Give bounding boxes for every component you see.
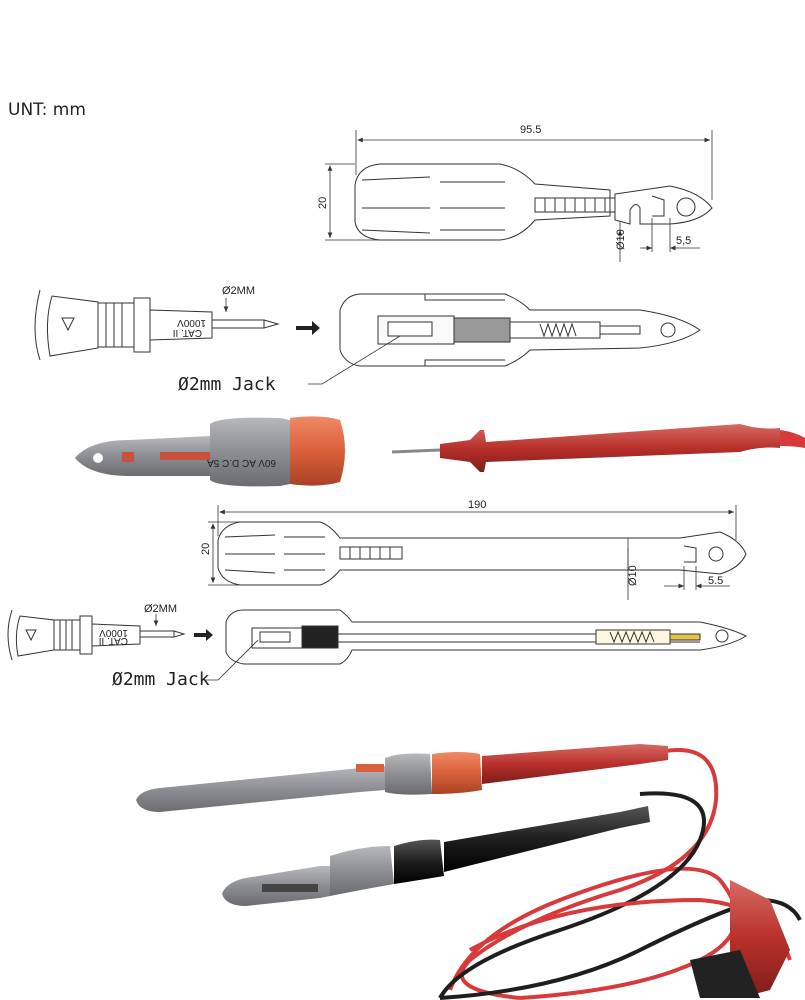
dimension-lines-short [325, 130, 713, 262]
unit-label: UNT: mm [8, 100, 86, 120]
photo-connector-plugs [690, 880, 790, 998]
dim-length-long: 190 [468, 499, 486, 511]
dim-diameter-long: Ø10 [627, 565, 639, 586]
category-short: CAT. II [173, 327, 202, 338]
dim-length-short: 95.5 [520, 124, 541, 136]
plug-long [7, 609, 186, 661]
section-short [339, 293, 701, 367]
dim-hook-long: 5.5 [708, 575, 723, 587]
pin-label-long: Ø2MM [144, 603, 177, 615]
rating-short: 1000V [177, 317, 206, 328]
photo-cables [438, 748, 802, 1000]
arrow-long [194, 629, 213, 641]
jack-label-short: Ø2mm Jack [178, 374, 276, 395]
dim-diameter-short: Ø10 [615, 229, 627, 250]
drawing-long-probe [217, 521, 747, 586]
category-long: CAT. II [99, 635, 128, 646]
photo-black-probe [222, 806, 650, 906]
dimension-lines-long [208, 505, 737, 600]
dim-hook-short: 5,5 [676, 235, 691, 247]
photo-test-lead [391, 424, 805, 472]
pin-label-short: Ø2MM [222, 285, 255, 297]
photo-red-probe [136, 744, 668, 812]
section-long [225, 609, 748, 665]
dim-height-short: 20 [317, 197, 329, 209]
rating-long: 1000V [99, 627, 128, 638]
dim-height-long: 20 [200, 543, 212, 555]
jack-label-long: Ø2mm Jack [112, 669, 210, 690]
arrow-short [296, 321, 320, 335]
photo-probe-text: 60V AC D.C 5A [207, 457, 276, 468]
photo-probe-tip [75, 416, 345, 487]
drawing-short-probe [354, 163, 713, 241]
plug-short [34, 289, 280, 361]
